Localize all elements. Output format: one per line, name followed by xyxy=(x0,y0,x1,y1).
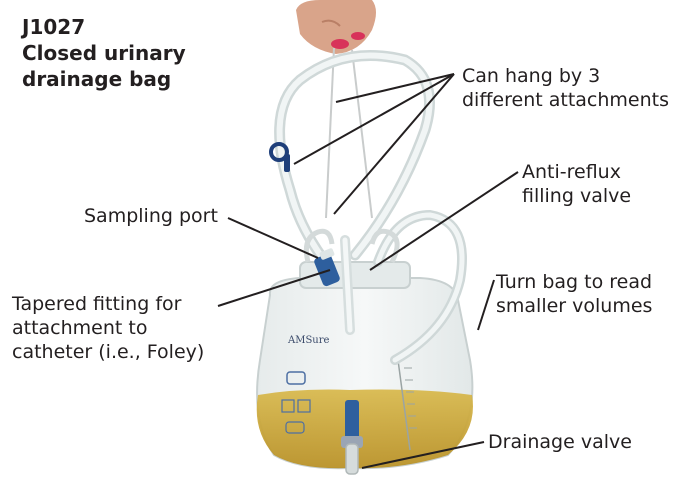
callout-anti-reflux-line1: Anti-reflux xyxy=(522,160,631,184)
callout-sampling-port-text: Sampling port xyxy=(84,204,218,228)
callout-anti-reflux-line2: filling valve xyxy=(522,184,631,208)
bag-body xyxy=(257,262,473,468)
callout-hang-line1: Can hang by 3 xyxy=(462,64,669,88)
callout-tapered-line3: catheter (i.e., Foley) xyxy=(12,340,204,364)
callout-tapered-line1: Tapered fitting for xyxy=(12,292,204,316)
title-code: J1027 xyxy=(22,14,186,40)
callout-hang-attachments: Can hang by 3 different attachments xyxy=(462,64,669,112)
callout-turn-bag-line2: smaller volumes xyxy=(496,294,652,318)
bag-brand-label: AMSure xyxy=(287,335,330,346)
callout-drainage-valve: Drainage valve xyxy=(488,430,632,454)
callout-turn-bag-line1: Turn bag to read xyxy=(496,270,652,294)
title-line3: drainage bag xyxy=(22,66,186,92)
callout-sampling-port: Sampling port xyxy=(84,204,218,228)
callout-tapered-line2: attachment to xyxy=(12,316,204,340)
title-line2: Closed urinary xyxy=(22,40,186,66)
page-title: J1027 Closed urinary drainage bag xyxy=(22,14,186,92)
callout-drainage-valve-text: Drainage valve xyxy=(488,430,632,454)
callout-tapered-fitting: Tapered fitting for attachment to cathet… xyxy=(12,292,204,364)
hand xyxy=(296,0,376,54)
callout-turn-bag: Turn bag to read smaller volumes xyxy=(496,270,652,318)
callout-anti-reflux: Anti-reflux filling valve xyxy=(522,160,631,208)
callout-hang-line2: different attachments xyxy=(462,88,669,112)
